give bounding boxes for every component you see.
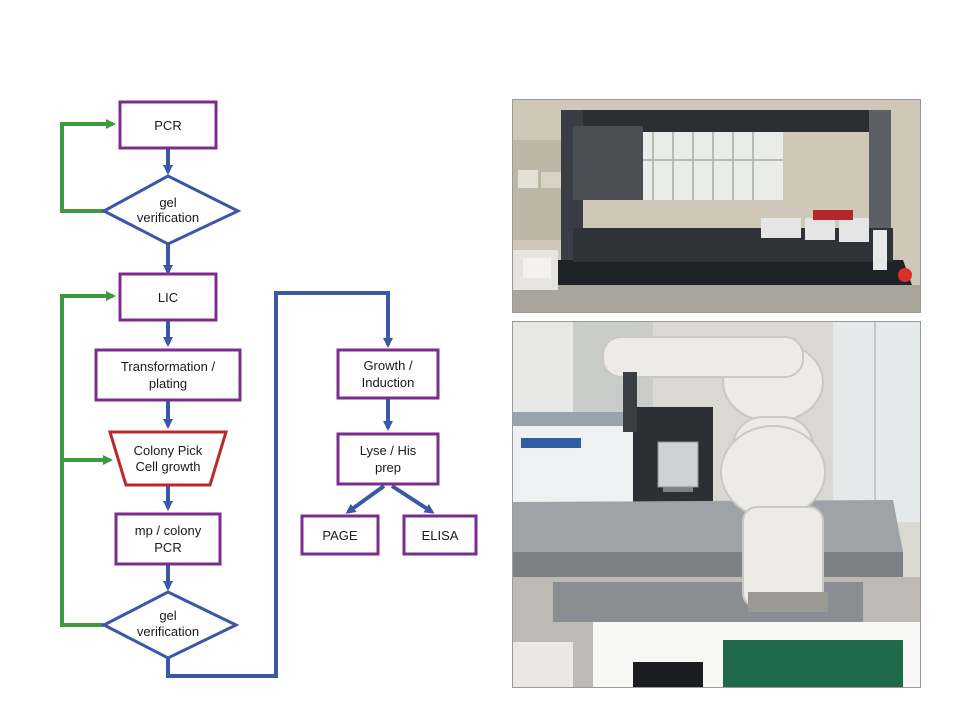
node-lyse-his-prep: Lyse / His prep	[336, 432, 440, 486]
node-lic: LIC	[118, 272, 218, 322]
node-colony-label-line1: Colony Pick	[134, 443, 203, 458]
node-elisa: ELISA	[402, 514, 478, 556]
loop-arrows	[60, 119, 116, 627]
node-colony-pick-cell-growth: Colony Pick Cell growth	[107, 430, 229, 487]
node-growth-label-line1: Growth /	[363, 358, 413, 373]
node-growth-label-line2: Induction	[362, 375, 415, 390]
node-transformation-label-line1: Transformation /	[121, 359, 216, 374]
node-gel2-label-line2: verification	[137, 624, 199, 639]
node-page-label: PAGE	[322, 528, 357, 543]
node-gel2-label-line1: gel	[159, 608, 176, 623]
node-growth-induction: Growth / Induction	[336, 348, 440, 400]
node-pcr: PCR	[118, 100, 218, 150]
node-page: PAGE	[300, 514, 380, 556]
node-gel1-label-line1: gel	[159, 195, 176, 210]
loop-arrow-gel1-to-pcr	[60, 119, 116, 213]
node-gel1-label-line2: verification	[137, 210, 199, 225]
liquid-handling-robot-photo	[512, 99, 921, 313]
node-mp-label-line2: PCR	[154, 540, 181, 555]
node-mp-colony-pcr: mp / colony PCR	[114, 512, 222, 566]
node-lyse-label-line1: Lyse / His	[360, 443, 417, 458]
node-lic-label: LIC	[158, 290, 178, 305]
node-mp-label-line1: mp / colony	[135, 523, 202, 538]
node-pcr-label: PCR	[154, 118, 181, 133]
route-gel2-to-growth	[166, 291, 393, 678]
node-transformation-plating: Transformation / plating	[94, 348, 242, 402]
main-arrows	[163, 149, 435, 678]
node-gel-verification-2: gel verification	[100, 590, 240, 660]
node-elisa-label: ELISA	[422, 528, 459, 543]
robotic-arm-workstation-photo	[512, 321, 921, 688]
node-lyse-label-line2: prep	[375, 460, 401, 475]
workflow-flowchart: PCR gel verification LIC Transformation …	[60, 100, 478, 678]
node-transformation-label-line2: plating	[149, 376, 187, 391]
node-gel-verification-1: gel verification	[100, 174, 242, 246]
node-colony-label-line2: Cell growth	[135, 459, 200, 474]
